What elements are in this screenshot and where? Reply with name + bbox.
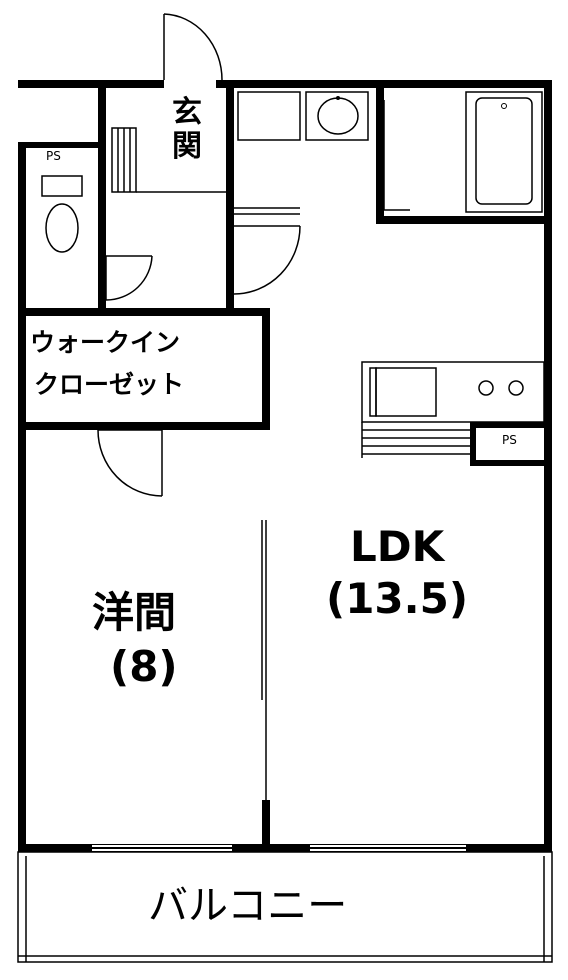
entrance-step — [111, 127, 226, 193]
room-door-swing-icon — [97, 429, 163, 497]
ldk-size: (13.5) — [326, 574, 469, 623]
bathtub-icon — [465, 91, 543, 213]
balcony-windows — [92, 845, 466, 851]
closet-label-line2: クローゼット — [34, 370, 185, 399]
entrance-label: 玄関 — [172, 95, 202, 164]
balcony-label: バルコニー — [148, 883, 348, 929]
washroom-door-swing-icon — [233, 225, 301, 295]
western-room-size: (8) — [110, 642, 178, 691]
balcony — [17, 851, 553, 963]
washbasin-icon — [305, 91, 369, 141]
front-door-swing-icon — [163, 13, 223, 81]
western-room-name: 洋間 — [92, 588, 177, 637]
ps-label-kitchen: PS — [502, 433, 517, 447]
ps-label-left: PS — [46, 149, 61, 163]
stove-icon — [478, 380, 524, 396]
toilet-door-swing-icon — [105, 255, 153, 301]
washing-machine-space — [237, 91, 301, 141]
closet-label-line1: ウォークイン — [30, 328, 181, 357]
ldk-name: LDK — [350, 522, 445, 571]
sliding-partition — [261, 520, 267, 800]
walls — [18, 80, 552, 852]
kitchen-counter — [361, 361, 545, 458]
toilet-icon — [41, 175, 83, 253]
